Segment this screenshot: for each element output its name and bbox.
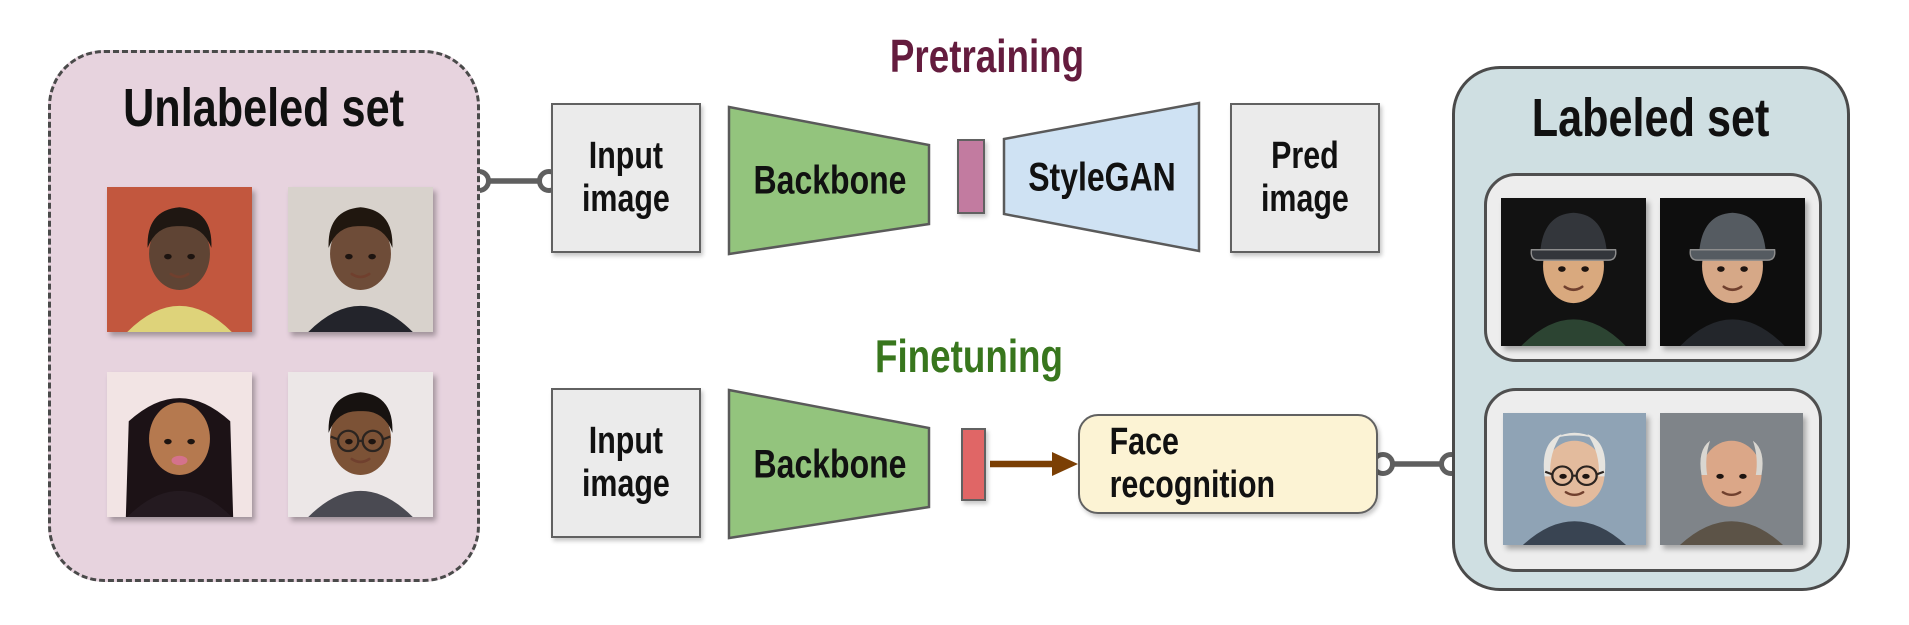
labeled-face-photo-3: [1503, 413, 1646, 545]
connector-unlabeled-to-input: [467, 169, 561, 193]
input-image-box-finetuning: Input image: [551, 388, 701, 538]
latent-code-bar-pretraining: [957, 139, 985, 214]
input-image-box-pretraining: Input image: [551, 103, 701, 253]
labeled-face-photo-4: [1660, 413, 1803, 545]
unlabeled-face-grid: [107, 187, 433, 517]
stylegan-label: StyleGAN: [1028, 155, 1176, 200]
unlabeled-face-photo-3: [107, 372, 252, 517]
unlabeled-face-photo-2: [288, 187, 433, 332]
pred-image-box: Pred image: [1230, 103, 1380, 253]
unlabeled-set-title: Unlabeled set: [123, 78, 405, 138]
labeled-identity-group-2: [1484, 388, 1822, 572]
unlabeled-face-photo-4: [288, 372, 433, 517]
face-recognition-box: Face recognition: [1078, 414, 1378, 514]
backbone-label-pretraining: Backbone: [753, 158, 907, 203]
labeled-face-photo-1: [1501, 198, 1646, 346]
labeled-identity-group-1: [1484, 173, 1822, 362]
connector-facerec-to-labeled: [1371, 452, 1463, 476]
finetuning-title: Finetuning: [874, 330, 1064, 382]
input-image-label-finetuning: Input image: [582, 420, 670, 505]
unlabeled-set-panel: Unlabeled set: [48, 50, 480, 582]
labeled-set-title: Labeled set: [1532, 88, 1770, 148]
unlabeled-face-photo-1: [107, 187, 252, 332]
feature-vector-bar-finetuning: [961, 428, 986, 501]
pred-image-label: Pred image: [1261, 135, 1349, 220]
pretraining-title: Pretraining: [889, 30, 1085, 82]
backbone-label-finetuning: Backbone: [753, 442, 907, 487]
labeled-set-panel: Labeled set: [1452, 66, 1850, 591]
face-recognition-label: Face recognition: [1109, 421, 1276, 506]
input-image-label-pretraining: Input image: [582, 135, 670, 220]
labeled-face-photo-2: [1660, 198, 1805, 346]
latent-to-facerec-arrow: [990, 452, 1078, 476]
